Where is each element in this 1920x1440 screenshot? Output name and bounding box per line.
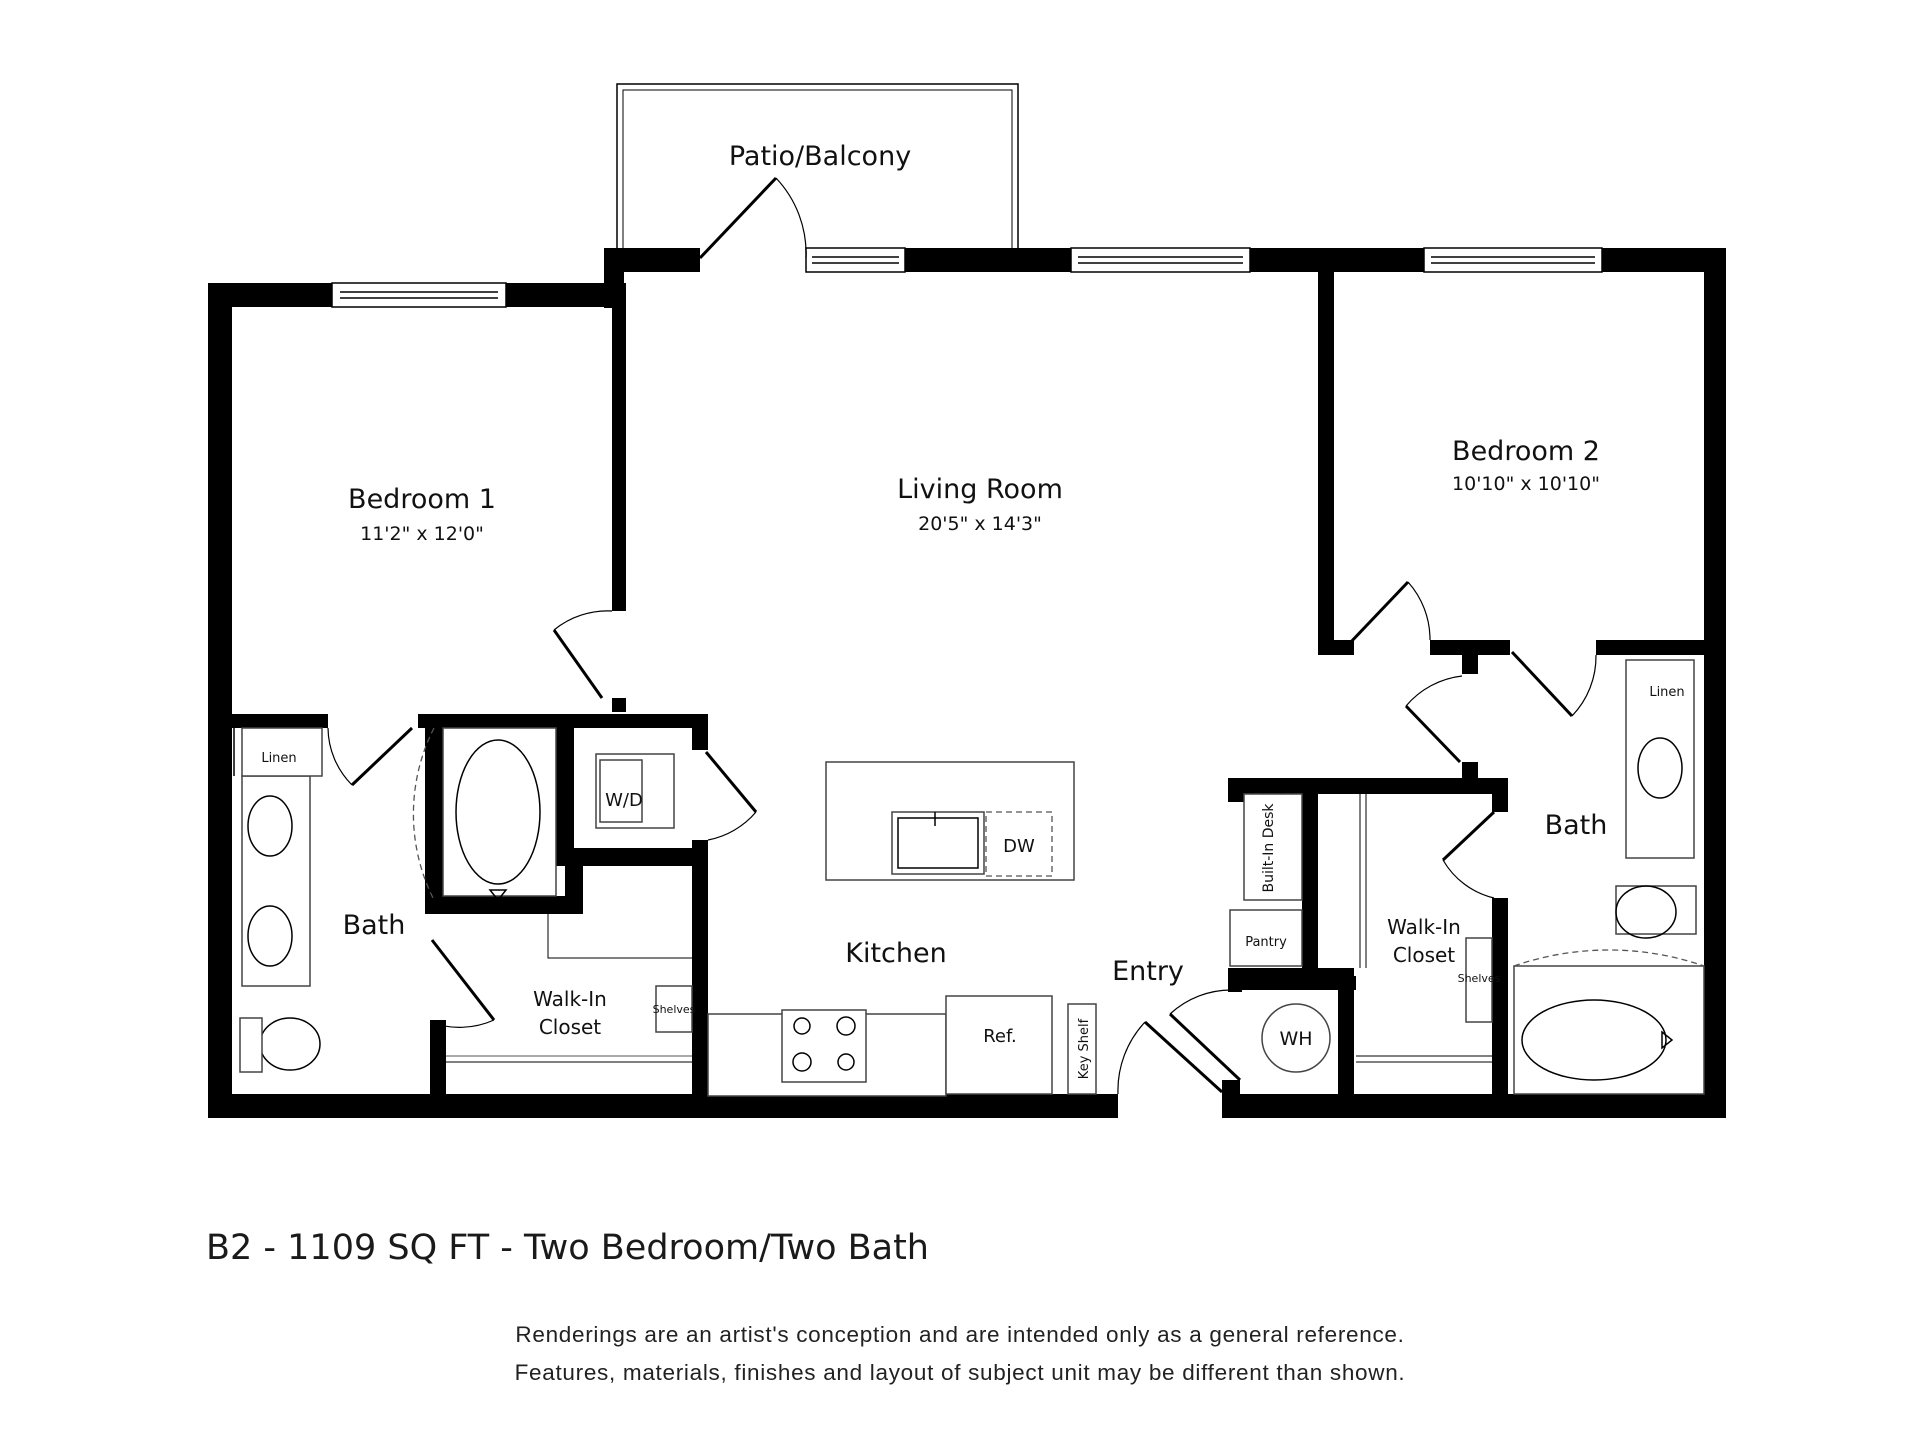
walkin-right-line1: Walk-In — [1387, 915, 1461, 939]
interior-walls — [208, 260, 1706, 1118]
refrigerator-label: Ref. — [983, 1026, 1017, 1047]
shelves-left-label: Shelves — [653, 1003, 696, 1016]
kitchen-fixtures — [707, 761, 1097, 1097]
kitchen-label: Kitchen — [845, 938, 946, 969]
walkin-left-line2: Closet — [539, 1015, 601, 1039]
entry-label: Entry — [1112, 956, 1184, 987]
patio-outline — [616, 83, 1019, 248]
bath1-fixtures — [233, 727, 693, 1073]
windows — [331, 247, 1603, 308]
bath-left-label: Bath — [343, 910, 406, 941]
disclaimer-line1: Renderings are an artist's conception an… — [515, 1322, 1405, 1347]
linen-left-label: Linen — [261, 751, 296, 766]
pantry-label: Pantry — [1245, 935, 1287, 950]
bedroom1-dims: 11'2" x 12'0" — [360, 523, 484, 545]
dishwasher-label: DW — [1003, 836, 1035, 857]
disclaimer-line2: Features, materials, finishes and layout… — [514, 1360, 1406, 1385]
washer-dryer-label: W/D — [605, 790, 643, 811]
door-swings — [327, 580, 1597, 1095]
living-room-label: Living Room — [897, 474, 1063, 505]
living-room-dims: 20'5" x 14'3" — [918, 513, 1042, 535]
bedroom1-label: Bedroom 1 — [348, 484, 496, 515]
shelves-right-label: Shelves — [1458, 972, 1501, 985]
floor-plan: Patio/Balcony Living Room 20'5" x 14'3" … — [208, 83, 1726, 1118]
built-in-desk-label: Built-In Desk — [1261, 803, 1277, 893]
bath-right-label: Bath — [1545, 810, 1608, 841]
water-heater-label: WH — [1279, 1028, 1312, 1050]
bedroom2-dims: 10'10" x 10'10" — [1452, 473, 1600, 495]
walkin-left-line1: Walk-In — [533, 987, 607, 1011]
washer-dryer — [595, 753, 675, 829]
bedroom2-label: Bedroom 2 — [1452, 436, 1600, 467]
linen-right-label: Linen — [1649, 685, 1684, 700]
bath2-fixtures — [1229, 659, 1705, 1095]
key-shelf-label: Key Shelf — [1077, 1018, 1092, 1079]
walkin-right-line2: Closet — [1393, 943, 1455, 967]
plan-caption: B2 - 1109 SQ FT - Two Bedroom/Two Bath — [206, 1228, 929, 1268]
patio-label: Patio/Balcony — [729, 141, 911, 172]
balcony-door — [698, 176, 807, 260]
